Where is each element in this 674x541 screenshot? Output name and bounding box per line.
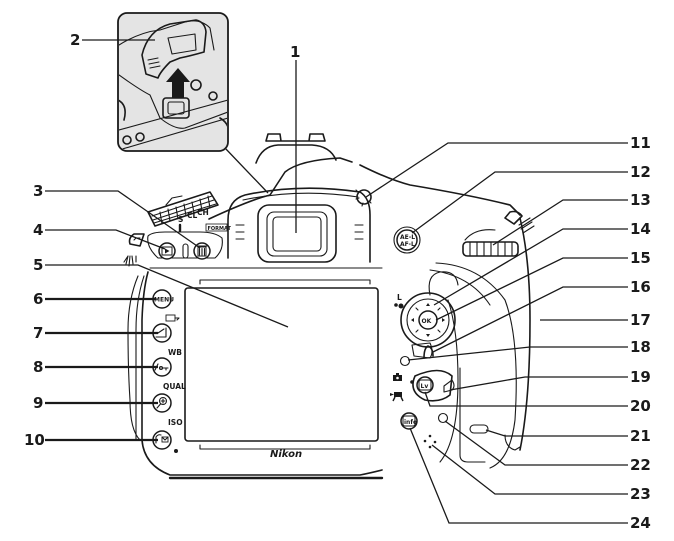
lock-l-label: L xyxy=(397,293,402,302)
callout-21: 21 xyxy=(630,427,651,445)
callout-24: 24 xyxy=(630,514,651,532)
ambient-light-sensor xyxy=(437,412,449,424)
callout-22: 22 xyxy=(630,456,651,474)
camera-body: S CL CH FORMAT xyxy=(123,133,535,480)
lv-button[interactable]: Lv xyxy=(416,376,434,394)
viewfinder xyxy=(257,204,337,263)
ae-l-label: AE-L xyxy=(400,234,415,241)
wb-label: WB xyxy=(168,348,182,357)
retouch-button[interactable] xyxy=(152,314,180,343)
callout-6: 6 xyxy=(33,290,43,308)
eyecup-removal-arrow-icon xyxy=(166,68,190,98)
zoom-out-iso-button[interactable]: ISO xyxy=(152,418,183,450)
zoom-out-icon xyxy=(155,434,169,444)
callout-5: 5 xyxy=(33,256,43,274)
release-mode-dial[interactable]: S CL CH xyxy=(147,191,219,233)
callout-15: 15 xyxy=(630,249,651,267)
callout-13: 13 xyxy=(630,191,651,209)
callout-18: 18 xyxy=(630,338,651,356)
callout-23: 23 xyxy=(630,485,651,503)
callout-17: 17 xyxy=(630,311,651,329)
callout-2: 2 xyxy=(70,31,80,49)
af-l-label: AF-L xyxy=(400,241,415,248)
callout-12: 12 xyxy=(630,163,651,181)
eyecup-removal-inset xyxy=(117,12,269,194)
leader-lines xyxy=(45,39,628,524)
callout-7: 7 xyxy=(33,324,43,342)
callout-numbers: 1 2 3 4 5 6 7 8 9 10 11 12 13 14 15 16 1… xyxy=(24,31,651,532)
ok-button[interactable]: OK xyxy=(418,310,438,330)
ok-label: OK xyxy=(422,318,432,325)
main-command-dial[interactable] xyxy=(462,229,519,257)
memory-card-access-lamp xyxy=(399,355,411,367)
callout-20: 20 xyxy=(630,397,651,415)
brand-logo: Nikon xyxy=(270,449,302,460)
callout-10: 10 xyxy=(24,431,45,449)
qual-label: QUAL xyxy=(163,382,186,391)
ae-l-af-l-button[interactable]: AE-L AF-L xyxy=(393,226,421,254)
camera-icon xyxy=(393,373,402,381)
playback-button[interactable] xyxy=(158,242,176,260)
mode-dial-ch-label: CH xyxy=(197,208,209,217)
focus-selector-lock-lever[interactable] xyxy=(411,342,434,359)
protect-wb-button[interactable]: WB xyxy=(152,348,182,377)
speaker xyxy=(423,434,437,449)
zoom-in-icon xyxy=(156,397,167,409)
menu-button[interactable]: MENU xyxy=(152,289,174,309)
callout-11: 11 xyxy=(630,134,651,152)
diopter-adjustment-control[interactable] xyxy=(355,189,372,207)
zoom-in-qual-button[interactable]: QUAL xyxy=(152,382,186,413)
callout-3: 3 xyxy=(33,182,43,200)
callout-4: 4 xyxy=(33,221,43,239)
lv-label: Lv xyxy=(421,383,429,390)
info-label: info xyxy=(404,419,417,426)
iso-label: ISO xyxy=(168,418,183,427)
retouch-icon xyxy=(174,317,180,321)
callout-9: 9 xyxy=(33,394,43,412)
playback-icon xyxy=(165,248,170,254)
mode-dial-cl-label: CL xyxy=(187,211,198,220)
info-button[interactable]: info xyxy=(400,412,418,430)
menu-label: MENU xyxy=(154,297,174,304)
callout-16: 16 xyxy=(630,278,651,296)
mode-dial-s-label: S xyxy=(178,215,183,224)
callout-19: 19 xyxy=(630,368,651,386)
callout-8: 8 xyxy=(33,358,43,376)
delete-icon xyxy=(196,245,208,257)
callout-14: 14 xyxy=(630,220,651,238)
movie-icon xyxy=(390,392,404,402)
multi-selector[interactable]: OK xyxy=(400,271,459,348)
format-label: FORMAT xyxy=(208,226,232,232)
monitor: Nikon xyxy=(184,279,379,460)
callout-1: 1 xyxy=(290,43,300,61)
infrared-receiver xyxy=(469,424,489,434)
